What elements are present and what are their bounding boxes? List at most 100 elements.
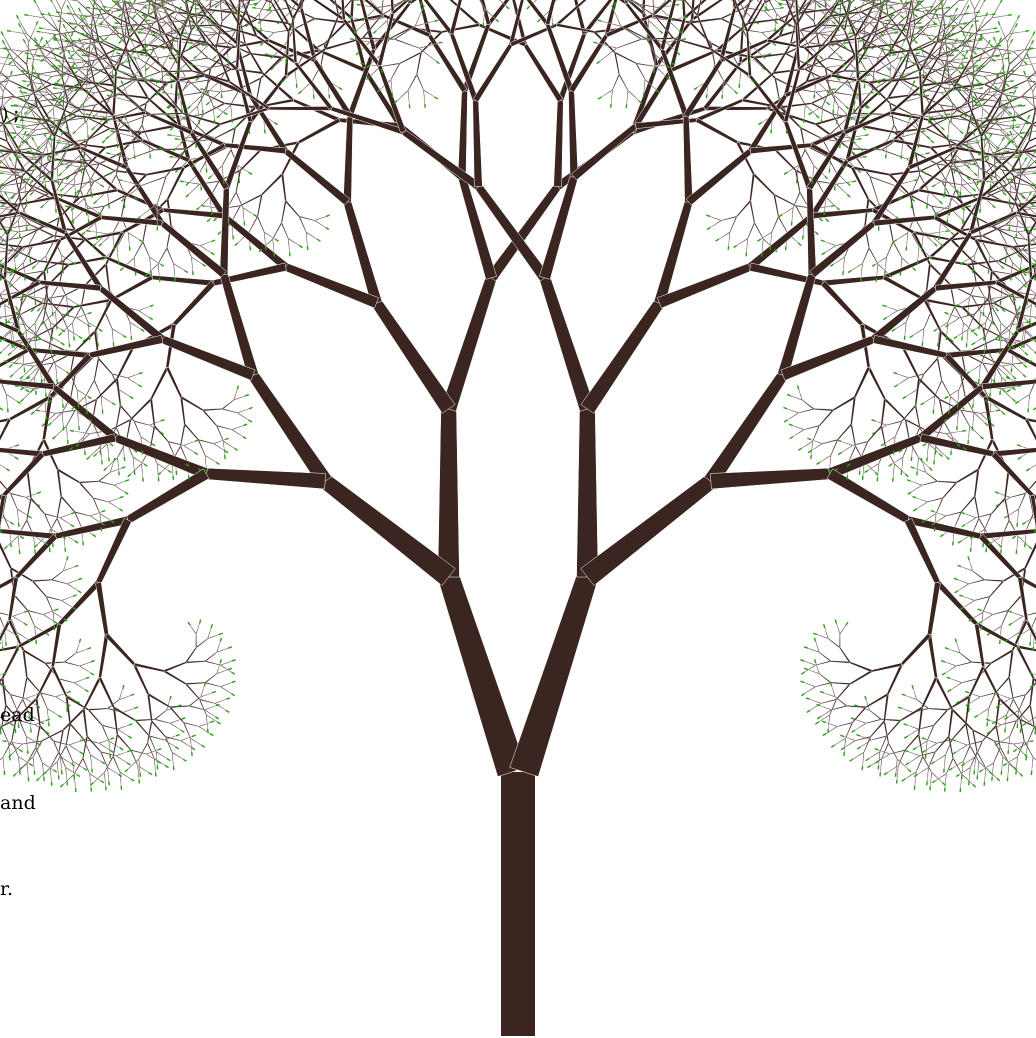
tree-branch xyxy=(828,45,839,56)
tree-branch xyxy=(88,16,104,19)
tree-branch xyxy=(79,189,117,199)
tree-branch xyxy=(65,767,67,781)
tree-branch xyxy=(83,709,88,736)
tree-branch xyxy=(27,471,32,498)
tree-branch xyxy=(30,498,45,514)
tree-branch xyxy=(126,469,209,524)
tree-branch xyxy=(56,410,76,414)
tree-branch xyxy=(101,396,112,404)
tree-branch xyxy=(137,766,139,780)
tree-branch xyxy=(615,52,637,64)
tree-branch xyxy=(222,408,238,413)
tree-branch xyxy=(240,149,262,171)
tree-branch xyxy=(99,481,115,486)
tree-branch xyxy=(67,583,78,591)
tree-branch xyxy=(57,762,59,776)
tree-branch xyxy=(113,756,121,772)
tree-branch xyxy=(89,335,163,358)
tree-branch xyxy=(272,223,282,239)
tree-branch xyxy=(619,74,629,90)
tree-branch xyxy=(146,166,184,176)
tree-branch xyxy=(141,464,143,478)
tree-branch xyxy=(237,409,249,414)
tree-branch xyxy=(119,772,121,786)
tree-branch xyxy=(0,538,12,569)
tree-branch xyxy=(32,581,47,597)
tree-branch xyxy=(539,276,594,411)
tree-branch xyxy=(161,53,170,68)
tree-branch xyxy=(180,740,191,748)
tree-branch xyxy=(394,26,415,40)
tree-branch xyxy=(259,0,269,14)
tree-branch xyxy=(611,90,613,104)
tree-branch xyxy=(112,328,123,336)
tree-branch xyxy=(394,39,419,49)
tree-branch xyxy=(185,683,200,699)
tree-branch xyxy=(130,464,141,475)
tree-branch xyxy=(85,380,95,396)
tree-branch xyxy=(107,767,118,775)
tree-branch xyxy=(164,662,186,672)
tree-branch xyxy=(248,216,258,232)
tree-branch xyxy=(240,194,262,206)
tree-branch xyxy=(237,413,248,421)
tree-branch xyxy=(271,2,290,32)
tree-branch xyxy=(74,331,96,353)
tree-branch xyxy=(256,78,261,100)
tree-branch xyxy=(203,408,222,411)
tree-branch xyxy=(352,0,385,16)
tree-branch xyxy=(0,461,6,469)
tree-branch xyxy=(66,426,68,440)
tree-branch xyxy=(0,57,8,74)
tree-branch xyxy=(416,74,424,90)
tree-branch xyxy=(79,481,98,484)
tree-branch xyxy=(2,452,45,497)
tree-branch xyxy=(11,50,27,65)
tree-branch xyxy=(206,715,217,723)
tree-branch xyxy=(389,27,411,39)
tree-branch xyxy=(248,372,331,486)
tree-branch xyxy=(416,52,421,74)
tree-branch xyxy=(205,455,216,463)
tree-branch xyxy=(63,774,74,785)
tree-branch xyxy=(243,207,254,215)
tree-branch xyxy=(36,126,56,130)
tree-branch xyxy=(200,241,212,246)
tree-branch xyxy=(157,203,158,226)
tree-branch xyxy=(397,90,408,101)
tree-branch xyxy=(142,241,150,257)
tree-branch xyxy=(74,682,85,690)
tree-branch xyxy=(232,425,244,430)
tree-branch xyxy=(39,280,100,291)
tree-branch xyxy=(56,696,67,704)
tree-branch xyxy=(127,378,138,386)
tree-branch xyxy=(22,677,27,699)
tree-branch xyxy=(64,662,80,667)
tree-branch xyxy=(285,201,300,217)
tree-branch xyxy=(23,650,46,664)
tree-branch xyxy=(205,661,221,666)
tree-branch xyxy=(35,699,40,726)
tree-branch xyxy=(185,647,196,663)
tree-branch xyxy=(23,271,43,275)
tree-branch xyxy=(69,741,81,746)
tree-branch xyxy=(150,367,168,400)
tree-branch xyxy=(288,238,299,246)
tree-branch xyxy=(190,738,192,752)
tree-branch xyxy=(652,0,685,16)
tree-branch xyxy=(61,600,72,608)
tree-branch xyxy=(284,149,350,205)
tree-branch xyxy=(160,221,226,277)
tree-branch xyxy=(157,176,167,203)
tree-branch xyxy=(79,666,90,674)
tree-branch xyxy=(61,496,76,512)
tree-branch xyxy=(264,232,266,246)
tree-branch xyxy=(57,469,80,483)
tree-branch xyxy=(269,106,331,110)
tree-branch xyxy=(376,20,387,31)
tree-branch xyxy=(180,424,185,446)
tree-branch xyxy=(196,638,208,648)
tree-branch xyxy=(95,222,97,236)
tree-branch xyxy=(128,232,139,240)
